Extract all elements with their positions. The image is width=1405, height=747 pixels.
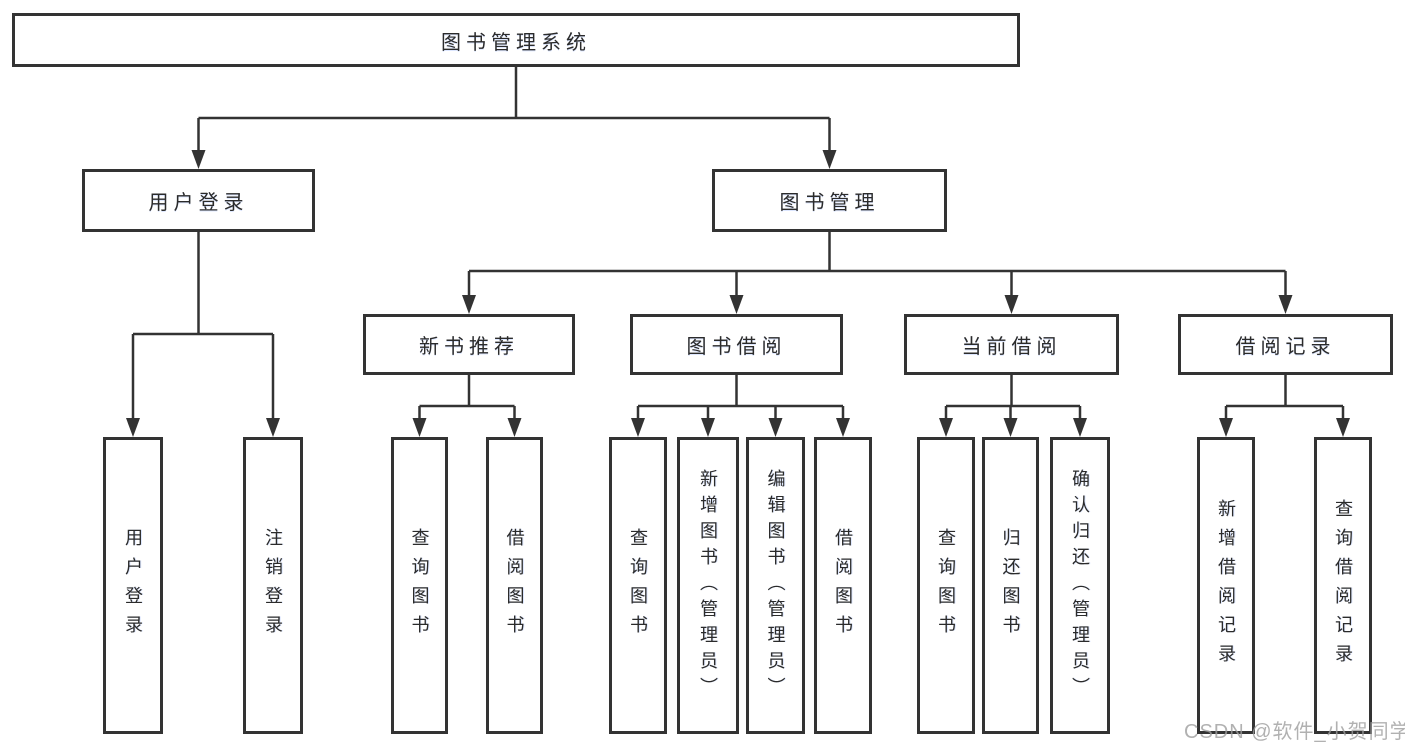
- edge-recommend-split: [412, 375, 522, 437]
- leaf-recommend-borrow-books: 借阅图书: [486, 437, 543, 734]
- leaf-logout: 注销登录: [243, 437, 303, 734]
- edge-borrow-split: [631, 375, 850, 437]
- node-new-book-recommend-label: 新书推荐: [419, 336, 519, 358]
- node-current-borrow-label: 当前借阅: [961, 336, 1062, 358]
- leaf-add-book-admin-label: 新增图书（管理员）: [698, 468, 718, 703]
- node-borrow-records: 借阅记录: [1178, 314, 1393, 375]
- leaf-recommend-query-books: 查询图书: [391, 437, 448, 734]
- leaf-add-book-admin: 新增图书（管理员）: [677, 437, 739, 734]
- node-user-login: 用户登录: [82, 169, 315, 232]
- node-user-login-label: 用户登录: [148, 192, 249, 214]
- node-book-management-label: 图书管理: [779, 192, 880, 214]
- node-root: 图书管理系统: [12, 13, 1020, 67]
- leaf-confirm-return-admin-label: 确认归还（管理员）: [1070, 468, 1090, 703]
- node-book-management: 图书管理: [712, 169, 947, 232]
- edge-management-split: [462, 232, 1293, 314]
- edge-root-split: [191, 67, 837, 169]
- leaf-borrow-query-books-label: 查询图书: [628, 527, 648, 644]
- leaf-edit-book-admin-label: 编辑图书（管理员）: [765, 468, 786, 703]
- leaf-borrow-query-books: 查询图书: [609, 437, 667, 734]
- leaf-return-books: 归还图书: [982, 437, 1039, 734]
- node-book-borrow-label: 图书借阅: [686, 336, 787, 358]
- node-root-label: 图书管理系统: [441, 31, 591, 54]
- leaf-logout-label: 注销登录: [263, 527, 283, 644]
- leaf-borrow-books-label: 借阅图书: [833, 527, 853, 644]
- leaf-borrow-books: 借阅图书: [814, 437, 872, 734]
- leaf-query-borrow-record: 查询借阅记录: [1314, 437, 1372, 734]
- leaf-user-login: 用户登录: [103, 437, 163, 734]
- node-borrow-records-label: 借阅记录: [1235, 336, 1336, 358]
- edge-current-split: [939, 375, 1087, 437]
- node-book-borrow: 图书借阅: [630, 314, 843, 375]
- node-new-book-recommend: 新书推荐: [363, 314, 575, 375]
- leaf-add-borrow-record: 新增借阅记录: [1197, 437, 1255, 734]
- leaf-confirm-return-admin: 确认归还（管理员）: [1050, 437, 1110, 734]
- leaf-query-borrow-record-label: 查询借阅记录: [1333, 498, 1353, 673]
- edge-login-split: [126, 232, 280, 437]
- leaf-edit-book-admin: 编辑图书（管理员）: [746, 437, 805, 734]
- leaf-user-login-label: 用户登录: [123, 527, 143, 644]
- leaf-recommend-borrow-books-label: 借阅图书: [504, 527, 525, 644]
- leaf-recommend-query-books-label: 查询图书: [409, 527, 430, 644]
- edge-records-split: [1219, 375, 1350, 437]
- leaf-current-query-books: 查询图书: [917, 437, 975, 734]
- leaf-add-borrow-record-label: 新增借阅记录: [1216, 498, 1236, 673]
- node-current-borrow: 当前借阅: [904, 314, 1119, 375]
- leaf-return-books-label: 归还图书: [1000, 527, 1021, 644]
- watermark: CSDN @软件_小贺同学: [1184, 721, 1405, 743]
- leaf-current-query-books-label: 查询图书: [936, 527, 956, 644]
